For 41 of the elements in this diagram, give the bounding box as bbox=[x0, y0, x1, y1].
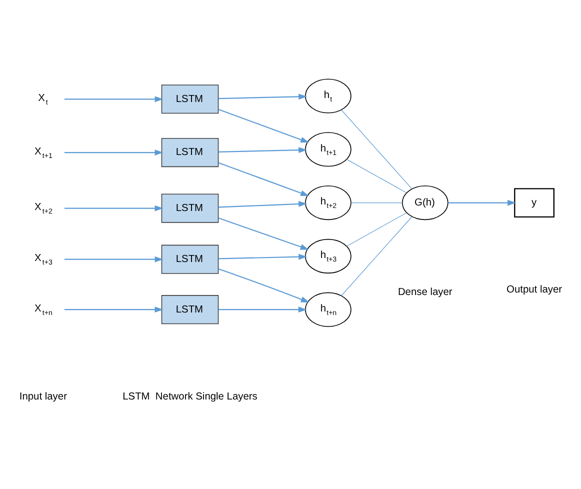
node-ellipse: h$_{t+1}$ bbox=[305, 132, 352, 166]
arrow bbox=[218, 268, 310, 302]
arrow bbox=[218, 108, 310, 142]
arrow bbox=[218, 162, 310, 196]
node-box: LSTM bbox=[161, 138, 219, 167]
node-box: LSTM bbox=[161, 193, 219, 222]
arrow bbox=[218, 306, 307, 312]
label: Output layer bbox=[506, 284, 562, 296]
connector bbox=[346, 212, 407, 246]
label: Dense layer bbox=[398, 286, 452, 298]
arrow bbox=[448, 199, 516, 206]
arrow bbox=[64, 204, 164, 211]
node-ellipse: h$_{t+n}$ bbox=[305, 292, 352, 326]
node-ellipse: h$_{t+3}$ bbox=[305, 238, 352, 273]
connector bbox=[341, 216, 412, 296]
node-text: X$_{t+3}$ bbox=[34, 252, 52, 266]
arrow bbox=[64, 96, 164, 102]
arrow bbox=[218, 253, 308, 260]
node-box: y bbox=[514, 188, 554, 218]
connector bbox=[350, 202, 403, 203]
node-text: X$_{t}$ bbox=[38, 92, 48, 106]
arrow bbox=[218, 93, 308, 100]
label: Input layer bbox=[19, 390, 67, 402]
arrow bbox=[64, 256, 164, 262]
connector bbox=[341, 109, 412, 189]
node-text: X$_{t+2}$ bbox=[34, 202, 52, 216]
node-ellipse: h$_{t+2}$ bbox=[305, 185, 352, 220]
node-text: X$_{t+1}$ bbox=[34, 146, 52, 160]
arrow bbox=[64, 306, 164, 312]
arrow bbox=[218, 200, 308, 208]
node-box: LSTM bbox=[161, 84, 219, 114]
node-box: LSTM bbox=[161, 244, 219, 274]
node-box: LSTM bbox=[161, 294, 219, 324]
node-ellipse: G(h) bbox=[402, 185, 448, 220]
label: LSTM Network Single Layers bbox=[122, 390, 258, 402]
node-text: X$_{t+n}$ bbox=[34, 302, 52, 316]
arrow bbox=[218, 146, 308, 153]
node-ellipse: h$_{t}$ bbox=[305, 78, 352, 113]
arrow bbox=[218, 216, 309, 250]
arrow bbox=[64, 149, 164, 156]
connector bbox=[346, 158, 407, 193]
